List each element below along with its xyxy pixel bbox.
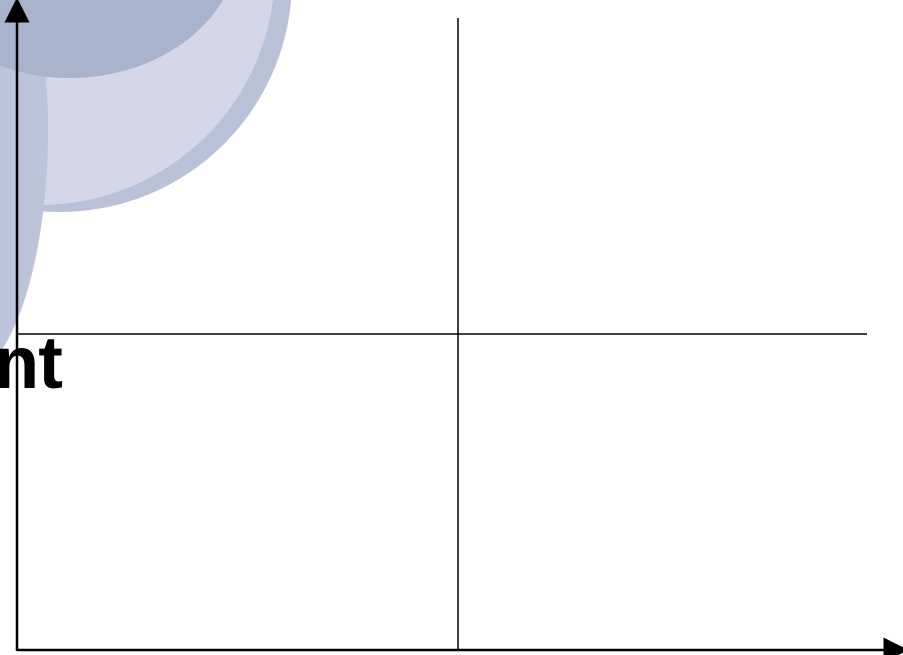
quadrant-axes	[0, 0, 903, 655]
slide-canvas: nt	[0, 0, 903, 655]
